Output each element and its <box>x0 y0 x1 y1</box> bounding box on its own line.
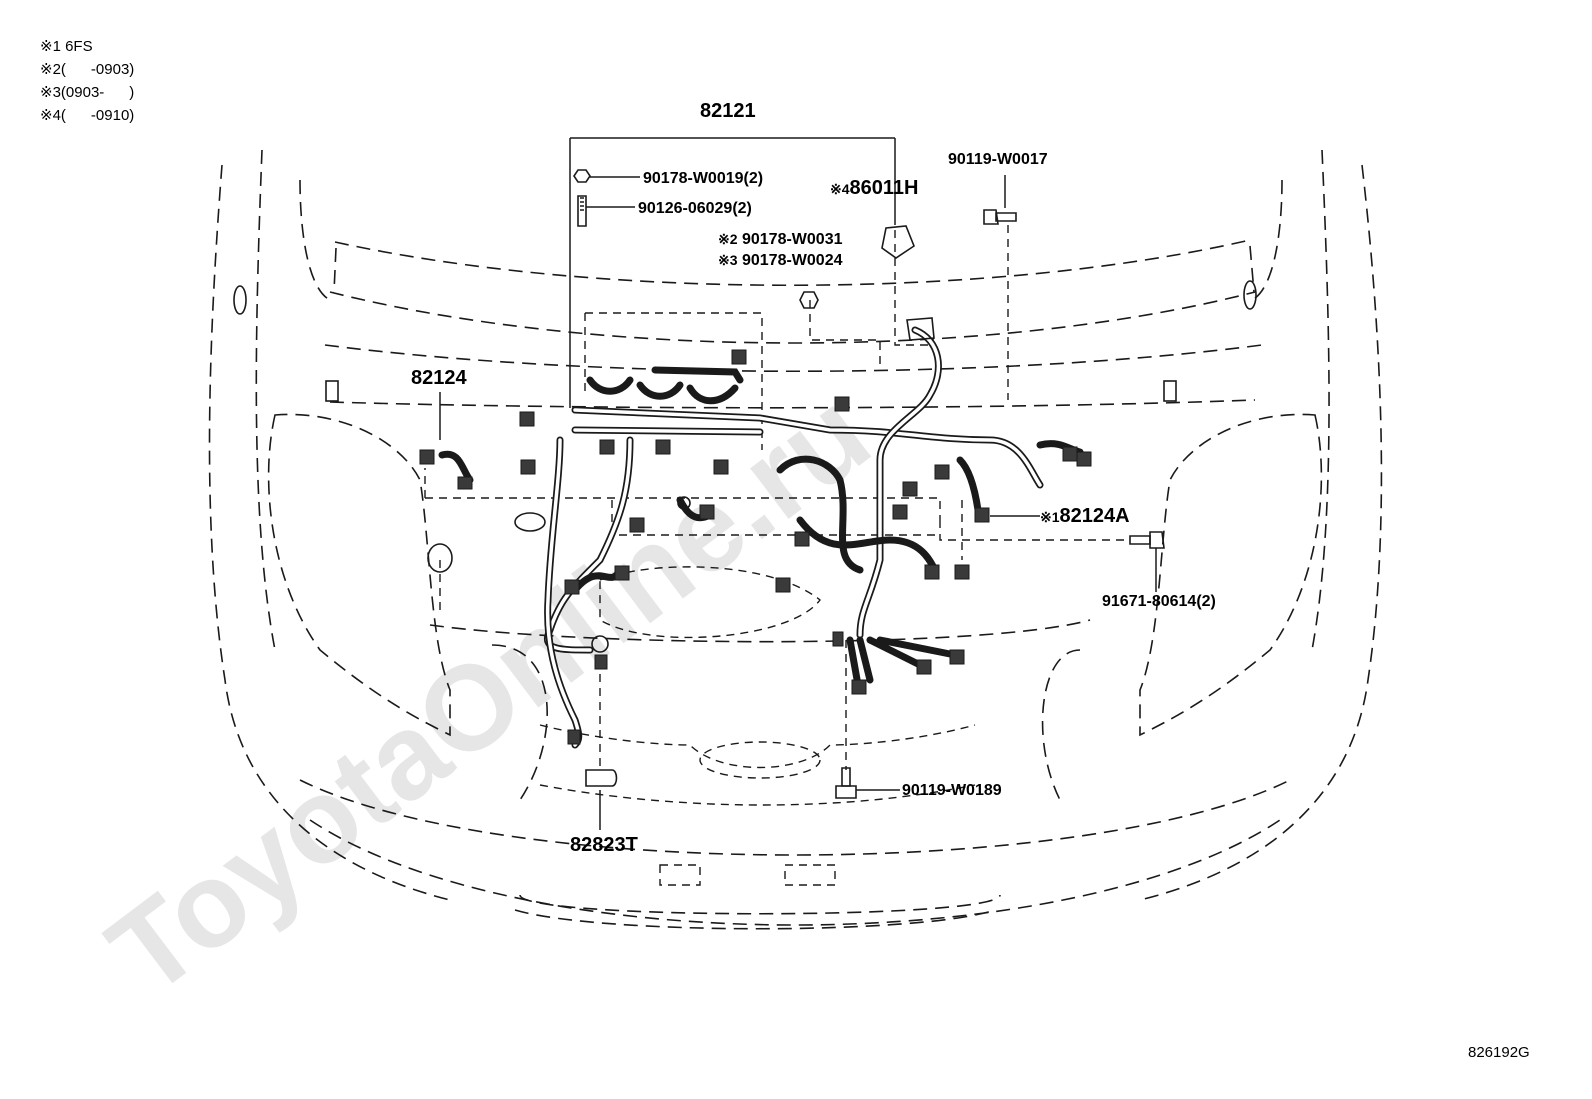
part-label-horn: ※486011H <box>830 177 919 199</box>
connector <box>794 531 810 547</box>
connector <box>851 679 867 695</box>
legend-item-3: ※3(0903- ) <box>40 84 134 101</box>
part-label-82823t: 82823T <box>570 834 638 856</box>
legend-item-4: ※4( -0910) <box>40 107 134 124</box>
connector <box>713 459 729 475</box>
connector <box>1062 446 1078 462</box>
connector <box>731 349 747 365</box>
connector <box>594 654 608 670</box>
part-label-bolt-bottom: 90119-W0189 <box>902 782 1002 799</box>
part-label-nut-b: ※2 90178-W0031 <box>718 231 843 248</box>
watermark: ToyotaOnline.ru <box>85 365 893 1020</box>
wiring-harness <box>438 326 1084 749</box>
connector <box>629 517 645 533</box>
part-label-bolt-right: 91671-80614(2) <box>1102 593 1216 610</box>
connector <box>902 481 918 497</box>
horn-icon <box>881 225 935 341</box>
bolt-icon <box>1129 531 1165 549</box>
clamp-icon <box>585 769 618 787</box>
connector <box>519 411 535 427</box>
part-labels: 82121 90178-W0019(2) 90126-06029(2) ※2 9… <box>411 100 1216 856</box>
connector <box>924 564 940 580</box>
leader-lines <box>439 175 1157 830</box>
bolt-icon <box>983 209 1017 225</box>
part-label-82124a: ※182124A <box>1040 505 1130 527</box>
connector <box>832 631 844 647</box>
connector <box>934 464 950 480</box>
connectors <box>419 349 1092 745</box>
connector <box>834 396 850 412</box>
connector <box>457 476 473 490</box>
connector <box>520 459 536 475</box>
connector <box>916 659 932 675</box>
part-label-82124: 82124 <box>411 367 467 389</box>
nut-icon <box>799 291 819 309</box>
connector <box>599 439 615 455</box>
legend-item-2: ※2( -0903) <box>40 61 134 78</box>
legend-item-1: ※1 6FS <box>40 38 93 55</box>
connector <box>567 729 581 745</box>
connector <box>974 507 990 523</box>
connector <box>775 577 791 593</box>
harness-bracket <box>424 137 1130 770</box>
drawing-code: 826192G <box>1468 1044 1530 1061</box>
connector <box>699 504 715 520</box>
connector <box>564 579 580 595</box>
hardware <box>573 169 1165 799</box>
stud-icon <box>577 195 635 227</box>
part-label-stud: 90126-06029(2) <box>638 200 752 217</box>
connector <box>655 439 671 455</box>
connector <box>954 564 970 580</box>
part-label-nut-c: ※3 90178-W0024 <box>718 252 843 269</box>
nut-icon <box>573 169 640 183</box>
connector <box>1076 451 1092 467</box>
part-label-82121: 82121 <box>700 100 756 122</box>
part-label-nut-a: 90178-W0019(2) <box>643 170 763 187</box>
connector <box>892 504 908 520</box>
bolt-icon <box>835 767 857 799</box>
connector <box>949 649 965 665</box>
part-label-bolt-top: 90119-W0017 <box>948 151 1048 168</box>
vehicle-outline <box>208 149 1383 930</box>
connector <box>419 449 435 465</box>
legend: ※1 6FS ※2( -0903) ※3(0903- ) ※4( -0910) <box>40 38 134 124</box>
connector <box>614 565 630 581</box>
